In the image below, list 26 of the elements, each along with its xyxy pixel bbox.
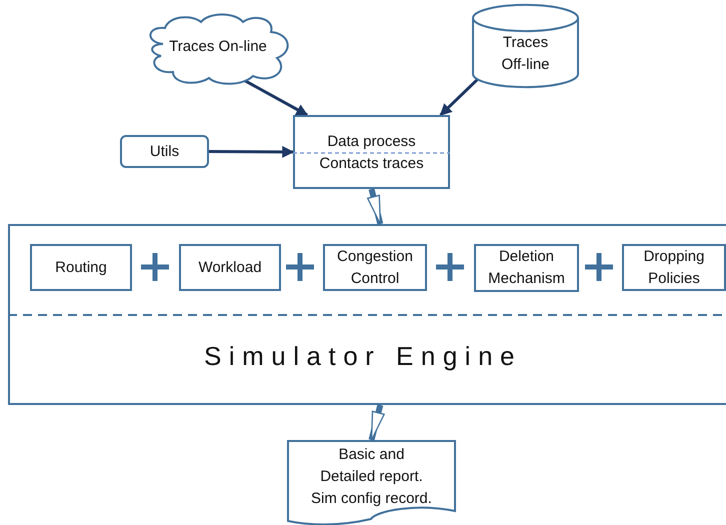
- process-subtitle: Contacts traces: [319, 155, 424, 173]
- node-label: Utils: [150, 143, 180, 161]
- module-box: [474, 244, 579, 292]
- process-box: [293, 115, 450, 189]
- block-arrow: [367, 188, 384, 225]
- process-title: Data process: [327, 133, 416, 151]
- engine-panel: [8, 224, 726, 405]
- engine-title: Simulator Engine: [204, 341, 522, 371]
- module-box: [179, 244, 281, 291]
- module-label: Deletion Mechanism: [487, 247, 566, 289]
- report-text: Basic and Detailed report. Sim config record.: [310, 445, 433, 509]
- module-box: [30, 244, 132, 291]
- module-box: [323, 244, 427, 291]
- module-label: Congestion Control: [336, 246, 414, 288]
- module-label: Workload: [198, 258, 262, 278]
- module-label: Dropping Policies: [642, 246, 706, 288]
- module-label: Routing: [55, 258, 107, 278]
- node-label: Traces Off-line: [500, 33, 551, 75]
- document-shape: [287, 440, 456, 525]
- block-arrow: [368, 404, 385, 441]
- node-label: Traces On-line: [169, 38, 267, 56]
- module-box: [622, 244, 726, 291]
- arrow: [208, 146, 294, 158]
- rounded-box: [120, 135, 209, 168]
- database-cylinder: [472, 4, 579, 88]
- arrow: [440, 78, 478, 116]
